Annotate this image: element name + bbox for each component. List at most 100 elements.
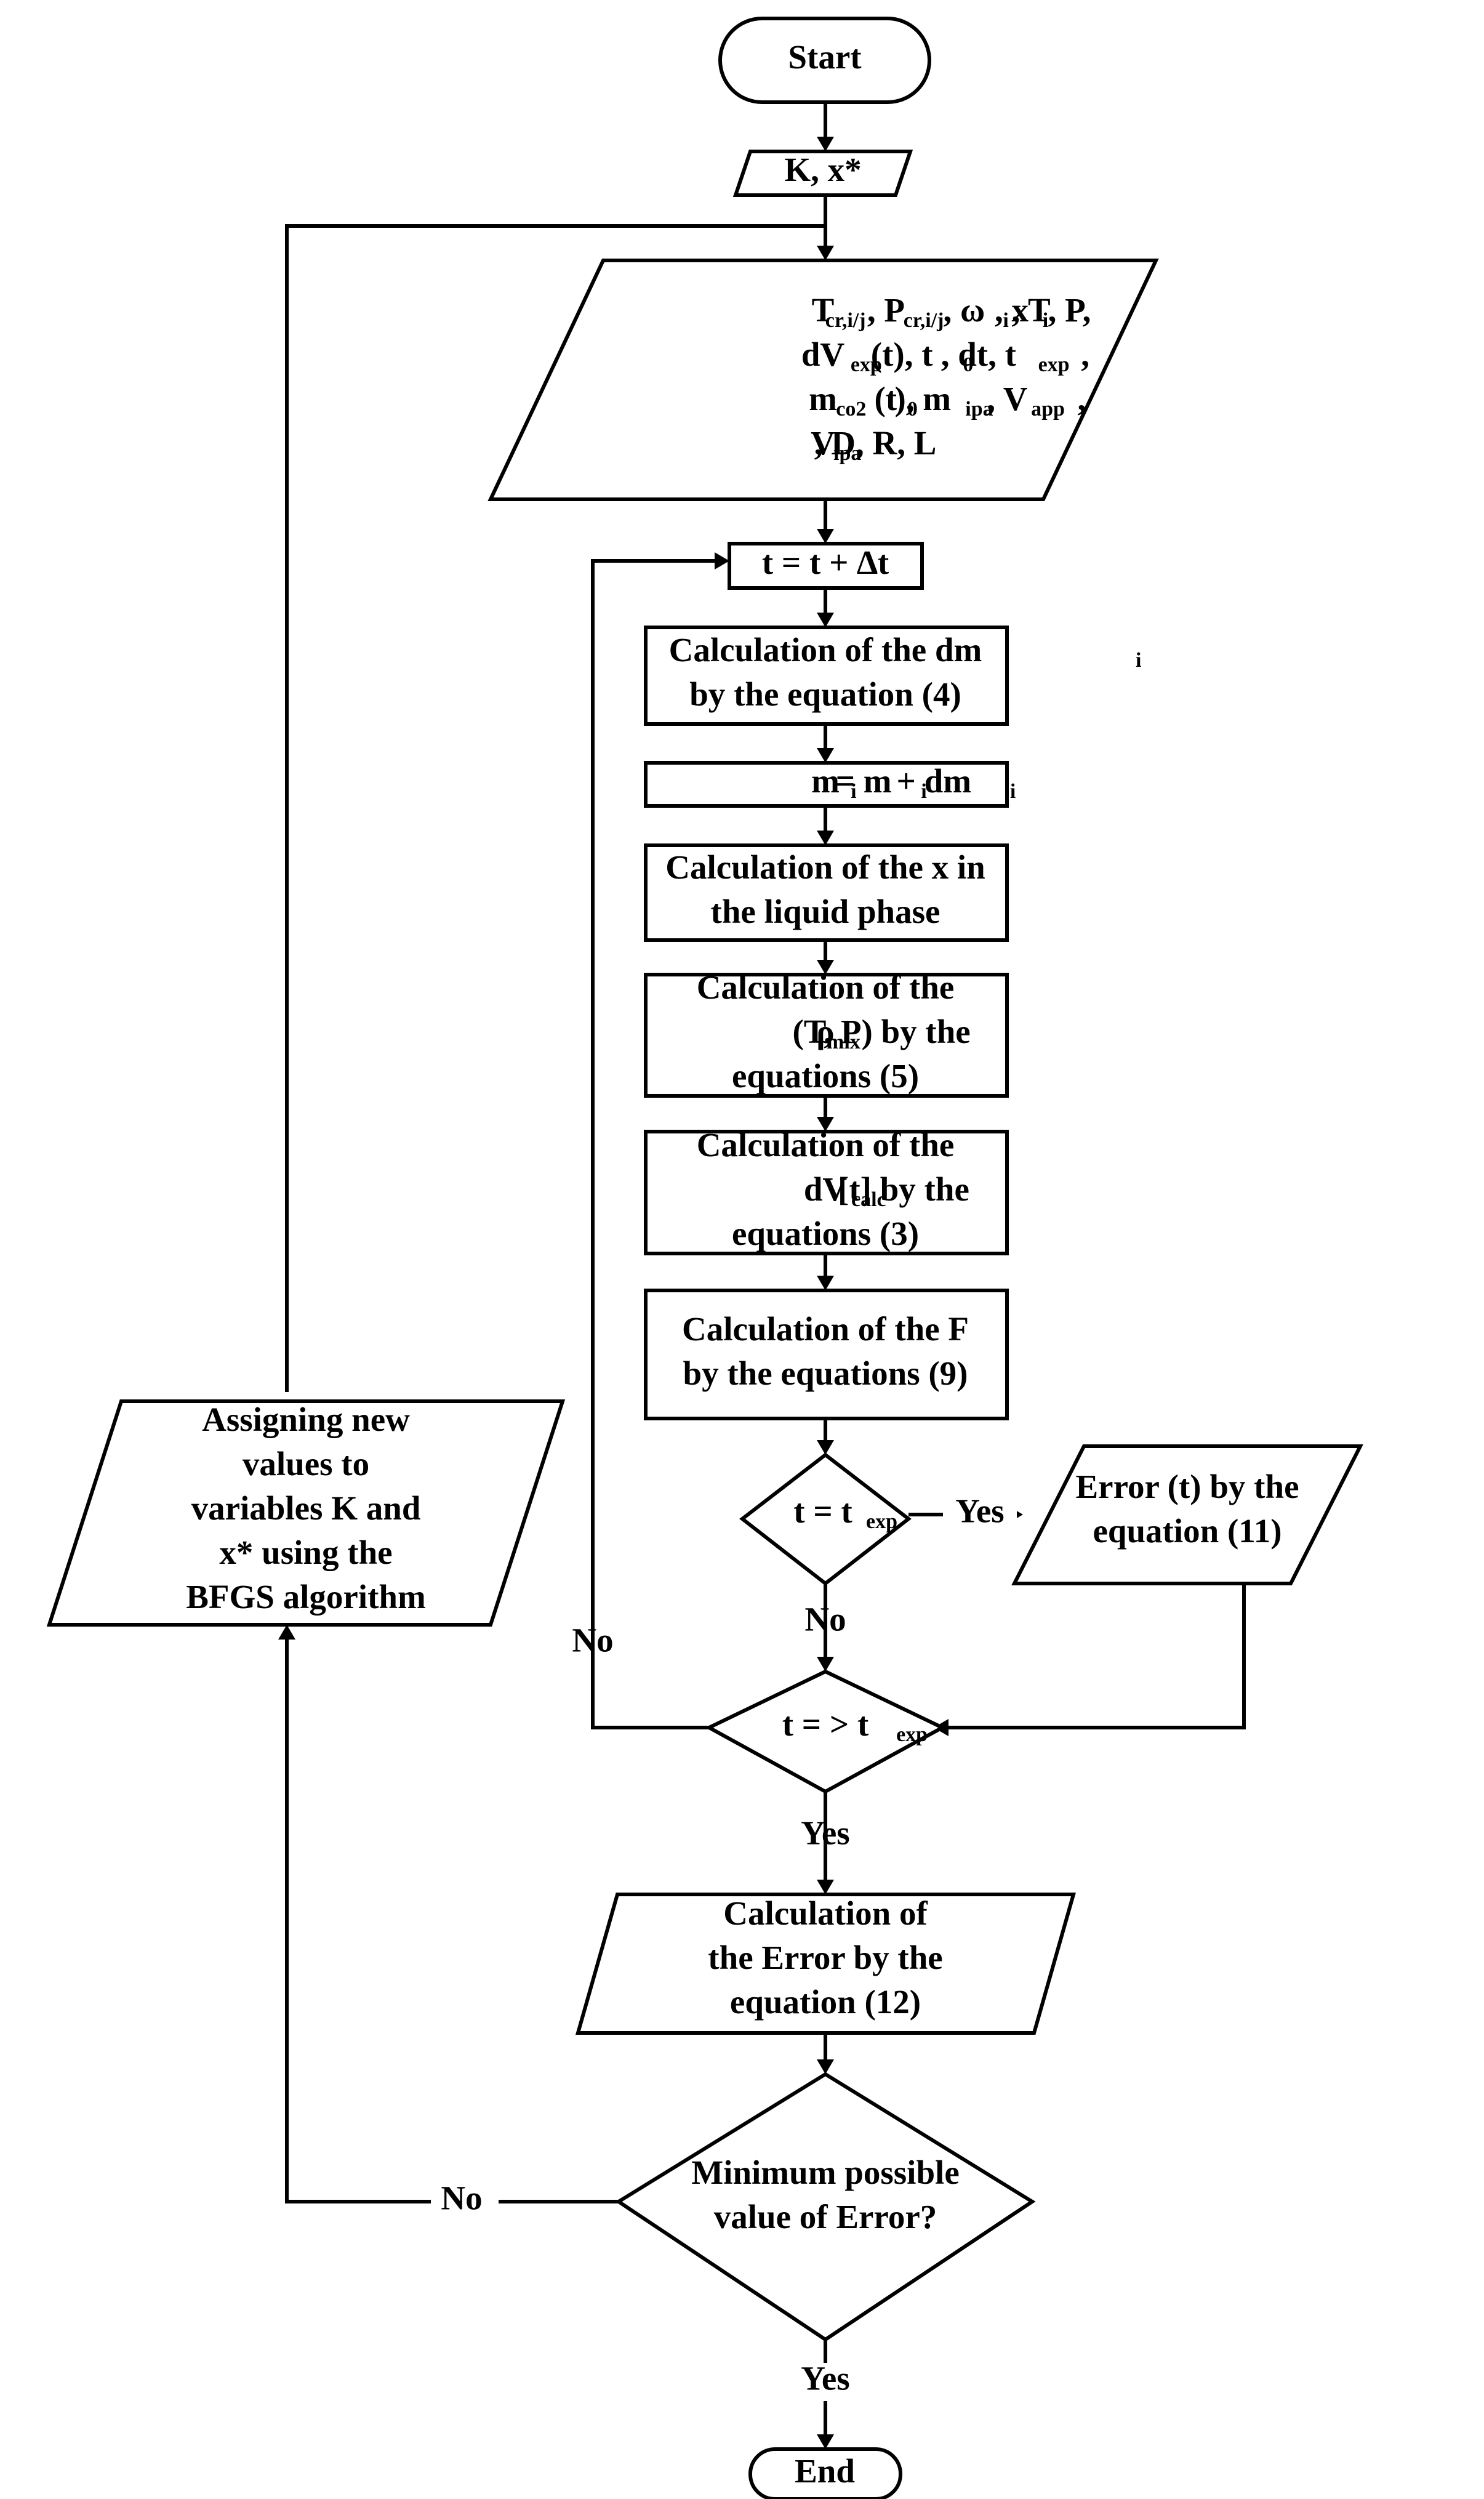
arrow-dec-min-no-to-assign (285, 1633, 619, 2203)
label-text-run: m (811, 762, 840, 800)
label-subscript: i (921, 780, 926, 803)
label-subscript: ipa (833, 442, 861, 465)
start-terminal (718, 17, 931, 104)
label-text-run: (t), t (862, 336, 933, 373)
arrowhead-calc-rho (817, 960, 834, 975)
label-text-run: by the equations (9) (683, 1354, 968, 1392)
label-text-run: (t (866, 380, 897, 417)
step-t-box (728, 542, 924, 590)
label-subscript: exp (851, 353, 882, 376)
label-text-run: Error (t) by the (1075, 1468, 1299, 1505)
arrowhead-input (817, 137, 834, 151)
label-subscript: exp (1038, 353, 1070, 376)
label-text-run: dV (804, 1170, 848, 1208)
label-text-run: , ω (944, 291, 985, 329)
arrowhead-calc-dm (817, 613, 834, 627)
label-text-run: equation (12) (730, 1983, 921, 2021)
arrowhead-calc-dv (817, 1117, 834, 1132)
label-subscript: cr,i/j (825, 309, 866, 332)
label-text-run: t = t + ∆t (762, 544, 889, 581)
label-text-run: + dm (888, 762, 971, 800)
label-text-run: Calculation of the x in (665, 848, 985, 886)
input-k-x-label: K, x* (784, 151, 861, 188)
label-text-run: , (1078, 380, 1086, 417)
arrowhead-dec-min (817, 2059, 834, 2074)
edge-label-no-dec-eq: No (804, 1601, 846, 1638)
label-text-run: ), m (894, 380, 951, 417)
label-text-run: Calculation of the (697, 1126, 955, 1164)
label-text-run: by the equation (4) (689, 675, 961, 713)
label-text-run: dV (801, 336, 845, 373)
label-text-run: [t] by the (838, 1170, 969, 1208)
label-text-run: Minimum possible (691, 2154, 960, 2191)
decision-t-ge-texp (705, 1669, 947, 1794)
label-text-run: , V (987, 380, 1028, 417)
label-text-run: x* using the (219, 1534, 392, 1571)
label-text-run: (T, P) by the (784, 1013, 971, 1050)
label-text-run: variables K and (191, 1489, 421, 1527)
decision-t-ge-texp-label: t = > t exp (782, 1705, 928, 1746)
decision-t-equals-texp (739, 1452, 912, 1586)
calc-dv-box (644, 1130, 1009, 1255)
calc-f-box (644, 1289, 1009, 1420)
update-m-box (644, 761, 1009, 808)
error-t-label: Error (t) by the equation (11) (1075, 1468, 1299, 1550)
label-text-run: t = t (793, 1492, 852, 1530)
calc-error-label: Calculation of the Error by the equation (… (708, 1894, 942, 2021)
label-text-run: , P (867, 291, 905, 329)
arrowhead-params (817, 246, 834, 260)
end-label: End (795, 2452, 855, 2490)
label-subscript: i (1003, 309, 1008, 332)
label-text-run: equation (11) (1093, 1512, 1281, 1550)
label-text-run: BFGS algorithm (186, 1578, 426, 1616)
label-text-run: T (812, 291, 835, 329)
label-text-run: equations (3) (732, 1215, 919, 1252)
label-text-run: Start (788, 38, 862, 76)
arrowhead-calc-x (817, 831, 834, 845)
label-subscript: cr,i/j (904, 309, 944, 332)
label-subscript: 0 (907, 398, 918, 421)
label-text-run: V (811, 424, 835, 462)
edge-label-no-dec-ge: No (572, 1622, 613, 1659)
label-subscript: exp (866, 1510, 897, 1533)
loop-back-dec-ge-no (591, 559, 721, 1729)
label-text-run: , x (995, 291, 1029, 329)
end-terminal (748, 2447, 902, 2499)
step-t-label: t = t + ∆t (762, 544, 889, 581)
arrowhead-step (817, 529, 834, 544)
calc-f-label: Calculation of the F by the equations (9) (682, 1310, 969, 1392)
decision-t-equals-texp-label: t = t exp (793, 1492, 897, 1533)
arrowhead-update-m (817, 748, 834, 763)
edge-labels: Yes No No Yes No Yes (431, 1492, 1017, 2401)
start-label: Start (788, 38, 862, 76)
label-subscript: mix (827, 1031, 860, 1053)
label-text-run: Calculation of (723, 1894, 928, 1932)
label-text-run: , T, P, (1012, 291, 1091, 329)
calc-rho-box (644, 973, 1009, 1098)
label-subscript: app (1031, 398, 1065, 421)
label-subscript: i (1043, 309, 1048, 332)
label-text-run: K, x* (784, 151, 861, 188)
arrowhead-end (817, 2434, 834, 2449)
label-text-run: values to (243, 1445, 369, 1483)
label-text-run: m (809, 380, 837, 417)
label-text-run: , dt, t (941, 336, 1017, 373)
label-text-run: the Error by the (708, 1939, 942, 1976)
edge-label-yes-dec-ge: Yes (801, 1814, 849, 1852)
label-subscript: exp (896, 1723, 928, 1746)
arrowhead-dec-ge (817, 1657, 834, 1672)
arrowhead-calc-f (817, 1276, 834, 1290)
label-subscript: ipa (965, 398, 993, 421)
connectors (285, 102, 1246, 2441)
loop-back-from-assign (285, 224, 825, 1392)
label-subscript: 0 (963, 353, 973, 376)
label-text-run: Calculation of the F (682, 1310, 969, 1348)
label-text-run: t = > t (782, 1705, 869, 1743)
error-t-parallelogram (1011, 1444, 1363, 1585)
